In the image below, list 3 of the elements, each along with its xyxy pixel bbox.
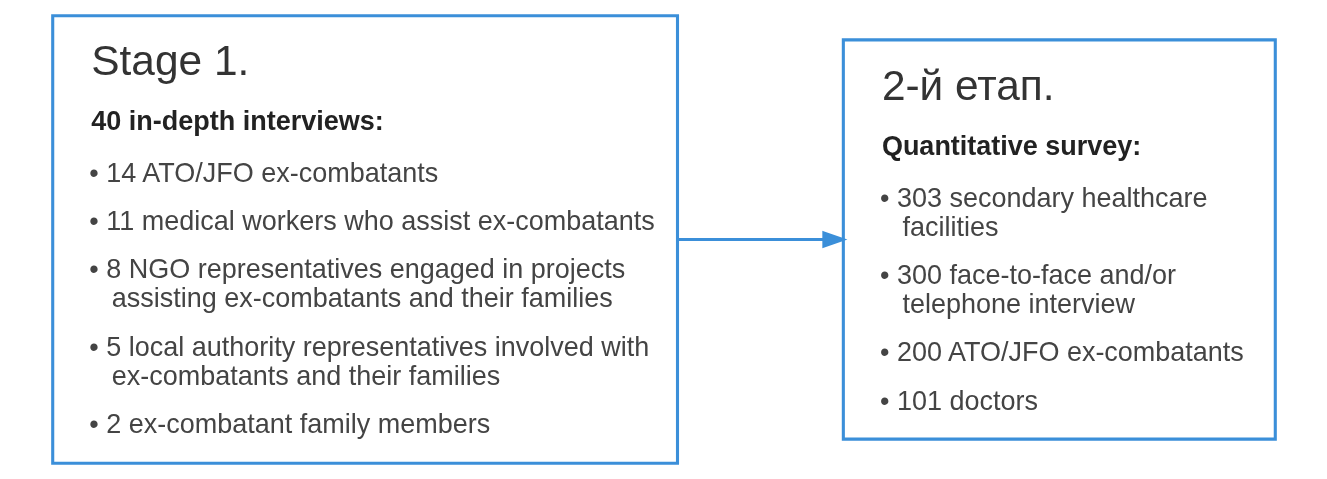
- node-box: Stage 1. 40 in-depth interviews: • 14 ATO/JFO ex-combatants • 11 medical workers who assist ex-combatants • 8 NGO representatives engaged in projects assisting ex-combatants and their families • 5 local authority representatives involved with ex-combatants and their families • 2 ex-combatant family members: [50, 14, 679, 465]
- node-box: 2-й етап. Quantitative survey: • 303 secondary healthcare facilities • 300 face-to-face and/or telephone interview • 200 ATO/JFO ex-combatants • 101 doctors: [841, 38, 1277, 441]
- arrow: [677, 230, 847, 249]
